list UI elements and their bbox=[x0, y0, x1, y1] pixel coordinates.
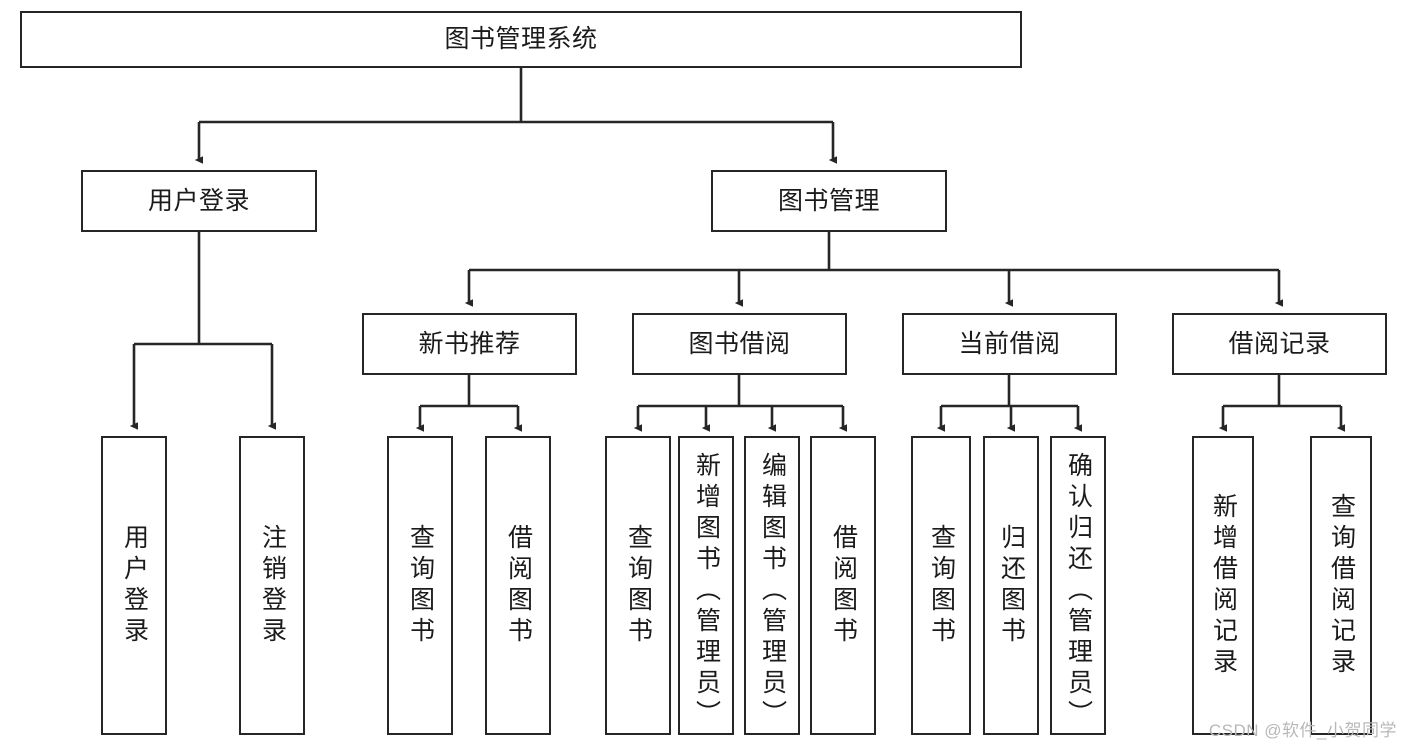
node-leaf-borrow-book-rec[interactable]: 借阅图书 bbox=[485, 436, 551, 735]
node-user-login[interactable]: 用户登录 bbox=[81, 170, 317, 232]
node-current-borrow-label: 当前借阅 bbox=[958, 329, 1061, 358]
node-borrow-record-label: 借阅记录 bbox=[1228, 329, 1331, 358]
node-leaf-add-book[interactable]: 新增图书（管理员） bbox=[678, 436, 734, 735]
node-leaf-logout-label: 注销登录 bbox=[258, 523, 287, 648]
node-leaf-query-record[interactable]: 查询借阅记录 bbox=[1310, 436, 1372, 735]
node-current-borrow[interactable]: 当前借阅 bbox=[902, 313, 1117, 375]
node-leaf-confirm-return-label: 确认归还（管理员） bbox=[1064, 452, 1093, 731]
node-book-manage-label: 图书管理 bbox=[777, 186, 880, 215]
node-leaf-query-book-borrow[interactable]: 查询图书 bbox=[605, 436, 671, 735]
node-new-book-rec-label: 新书推荐 bbox=[418, 329, 521, 358]
node-leaf-logout[interactable]: 注销登录 bbox=[239, 436, 305, 735]
node-leaf-add-book-label: 新增图书（管理员） bbox=[692, 452, 721, 731]
node-leaf-borrow-book[interactable]: 借阅图书 bbox=[810, 436, 876, 735]
node-book-borrow-label: 图书借阅 bbox=[688, 329, 791, 358]
node-leaf-add-record[interactable]: 新增借阅记录 bbox=[1192, 436, 1254, 735]
node-leaf-query-book-cur[interactable]: 查询图书 bbox=[911, 436, 971, 735]
node-leaf-edit-book-label: 编辑图书（管理员） bbox=[758, 452, 787, 731]
node-borrow-record[interactable]: 借阅记录 bbox=[1172, 313, 1387, 375]
node-book-manage[interactable]: 图书管理 bbox=[711, 170, 947, 232]
node-book-borrow[interactable]: 图书借阅 bbox=[632, 313, 847, 375]
node-leaf-query-book-cur-label: 查询图书 bbox=[927, 523, 956, 648]
node-user-login-label: 用户登录 bbox=[147, 186, 250, 215]
node-leaf-edit-book[interactable]: 编辑图书（管理员） bbox=[744, 436, 800, 735]
node-leaf-borrow-book-rec-label: 借阅图书 bbox=[504, 523, 533, 648]
node-leaf-user-login-label: 用户登录 bbox=[120, 523, 149, 648]
csdn-watermark: CSDN @软件_小贺同学 bbox=[1208, 721, 1397, 740]
node-root-label: 图书管理系统 bbox=[444, 25, 598, 53]
node-root[interactable]: 图书管理系统 bbox=[20, 11, 1022, 68]
node-leaf-return-book-label: 归还图书 bbox=[997, 523, 1026, 648]
node-leaf-add-record-label: 新增借阅记录 bbox=[1209, 492, 1238, 679]
node-leaf-borrow-book-label: 借阅图书 bbox=[829, 523, 858, 648]
node-leaf-confirm-return[interactable]: 确认归还（管理员） bbox=[1050, 436, 1106, 735]
node-leaf-return-book[interactable]: 归还图书 bbox=[983, 436, 1039, 735]
node-leaf-user-login[interactable]: 用户登录 bbox=[101, 436, 167, 735]
node-new-book-rec[interactable]: 新书推荐 bbox=[362, 313, 577, 375]
node-leaf-query-book-rec-label: 查询图书 bbox=[406, 523, 435, 648]
node-leaf-query-book-borrow-label: 查询图书 bbox=[624, 523, 653, 648]
node-leaf-query-book-rec[interactable]: 查询图书 bbox=[387, 436, 453, 735]
node-leaf-query-record-label: 查询借阅记录 bbox=[1327, 492, 1356, 679]
